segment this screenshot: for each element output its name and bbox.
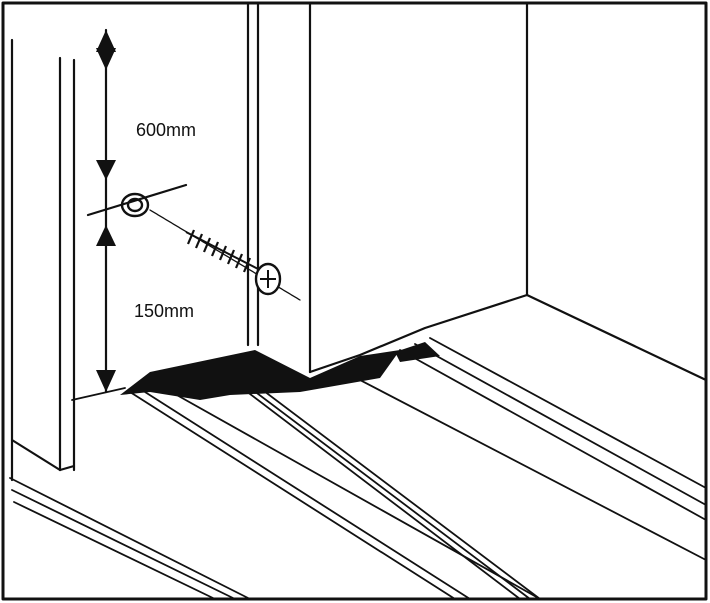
floor-gap-right [395,342,440,362]
floor-gap [120,350,400,400]
screw-icon [185,229,282,296]
dimension-line [86,28,301,394]
arrow-up-icon [96,30,116,52]
dimension-label-lower: 150mm [134,301,195,321]
dimension-label-upper: 600mm [136,120,197,140]
floor-tracks [9,337,707,600]
arrow-up-icon [96,160,116,180]
door-panel [308,1,708,382]
left-door-jamb [10,38,76,482]
arrow-down-icon [96,370,116,392]
arrow-down-icon [96,48,116,70]
arrow-up-icon [96,225,116,246]
wall-strip [246,1,260,347]
washer-icon [120,192,150,218]
